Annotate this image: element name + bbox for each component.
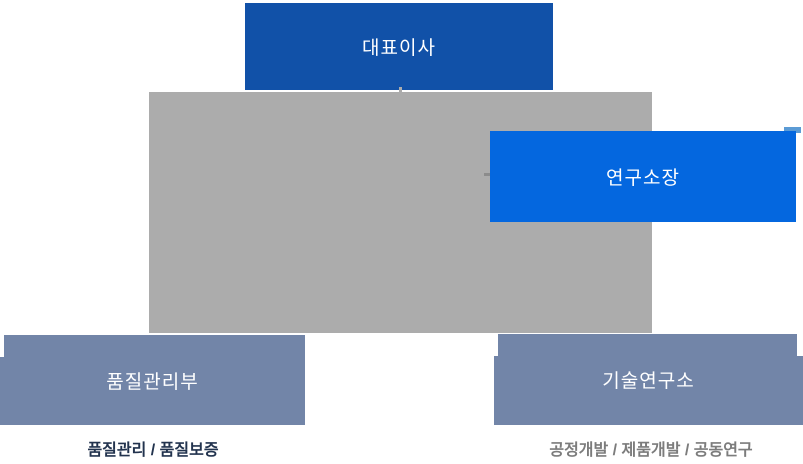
quality-department-functions: 품질관리 / 품질보증 (87, 442, 219, 459)
tech-lab-box: 기술연구소 (494, 334, 803, 425)
tech-lab-functions: 공정개발 / 제품개발 / 공동연구 (549, 442, 753, 459)
director-box: 연구소장 (490, 131, 796, 222)
quality-department-box: 품질관리부 (0, 335, 305, 425)
director-connector-line (484, 173, 492, 176)
director-box-label: 연구소장 (606, 168, 680, 189)
ceo-box-label: 대표이사 (362, 38, 436, 59)
director-box-shadow-tab (784, 127, 801, 133)
ceo-connector-line (399, 87, 402, 93)
ceo-box: 대표이사 (245, 3, 553, 90)
tech-lab-label: 기술연구소 (602, 371, 695, 392)
quality-department-label: 품질관리부 (106, 371, 199, 393)
